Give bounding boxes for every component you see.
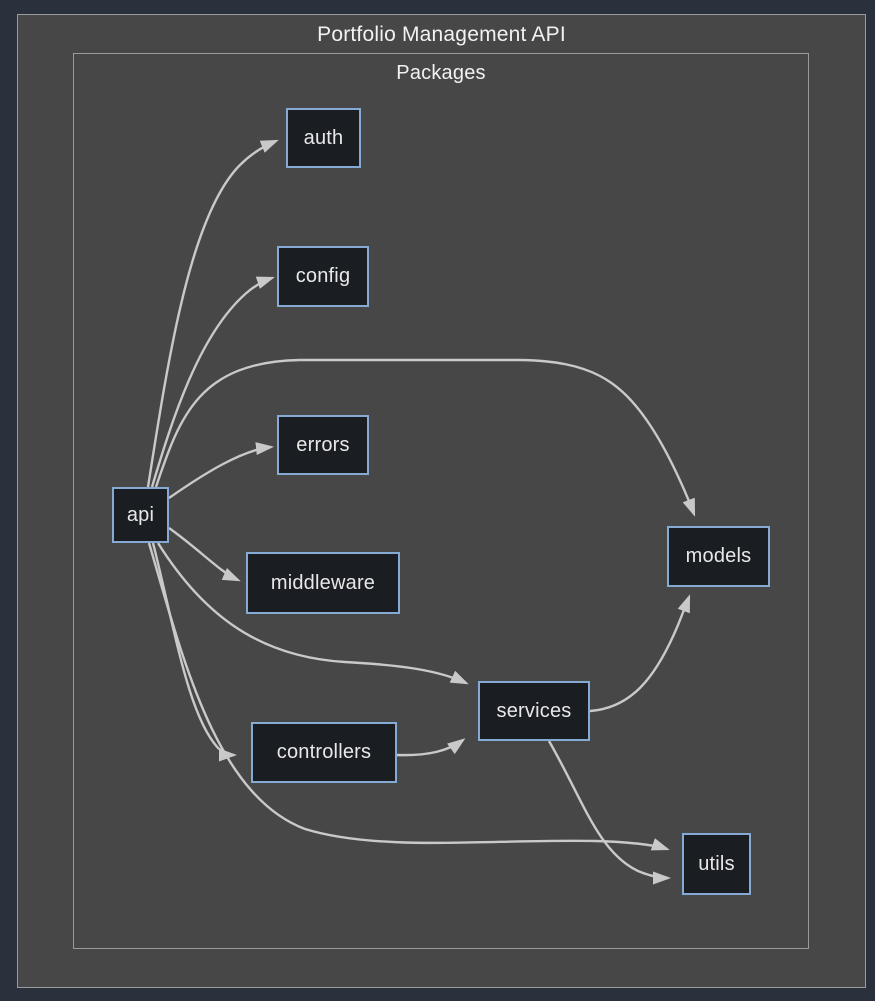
node-errors-label: errors xyxy=(296,433,350,456)
node-utils-label: utils xyxy=(698,852,735,875)
node-config: config xyxy=(277,246,369,307)
node-models: models xyxy=(667,526,770,587)
node-controllers: controllers xyxy=(251,722,397,783)
node-services-label: services xyxy=(496,699,572,722)
node-middleware-label: middleware xyxy=(270,571,376,594)
node-services: services xyxy=(478,681,590,741)
node-controllers-label: controllers xyxy=(276,741,372,763)
diagram-title: Portfolio Management API xyxy=(317,23,566,46)
packages-cluster-box: Packages xyxy=(73,53,809,949)
packages-cluster-title: Packages xyxy=(396,62,486,84)
node-auth: auth xyxy=(286,108,361,168)
node-errors: errors xyxy=(277,415,369,475)
node-config-label: config xyxy=(295,265,351,287)
node-middleware: middleware xyxy=(246,552,400,614)
node-utils: utils xyxy=(682,833,751,895)
node-api: api xyxy=(112,487,169,543)
node-api-label: api xyxy=(126,503,155,526)
node-auth-label: auth xyxy=(303,126,344,149)
node-models-label: models xyxy=(685,545,752,567)
